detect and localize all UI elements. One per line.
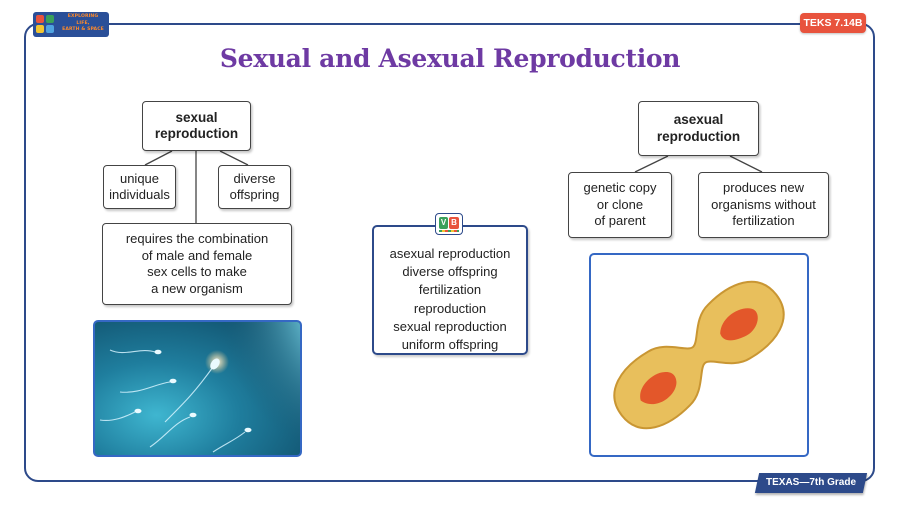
genetic-copy-box: genetic copy or clone of parent bbox=[568, 172, 672, 238]
vocab-word: sexual reproduction bbox=[393, 318, 507, 334]
footer-label: TEXAS—7th Grade bbox=[765, 477, 857, 488]
vocab-word: uniform offspring bbox=[401, 337, 499, 353]
page-title: Sexual and Asexual Reproduction bbox=[219, 44, 681, 73]
sexual-reproduction-box: sexual reproduction bbox=[142, 101, 251, 151]
bacteria-division-image bbox=[589, 253, 809, 457]
asexual-reproduction-box: asexual reproduction bbox=[638, 101, 759, 156]
unique-individuals-box: unique individuals bbox=[103, 165, 176, 209]
sex-cells-definition-box: requires the combination of male and fem… bbox=[102, 223, 292, 305]
sperm-egg-image bbox=[93, 320, 302, 457]
vocab-word: fertilization bbox=[418, 282, 482, 298]
vocab-icon-v: V bbox=[439, 217, 448, 229]
teks-badge: TEKS 7.14B bbox=[800, 13, 866, 33]
diverse-offspring-box: diverse offspring bbox=[218, 165, 291, 209]
logo-text: EXPLORING LIFE, EARTH & SPACE bbox=[62, 14, 104, 32]
program-logo: EXPLORING LIFE, EARTH & SPACE bbox=[33, 12, 109, 37]
grade-footer-badge: TEXAS—7th Grade bbox=[754, 473, 868, 493]
vocabulary-icon: V B bbox=[435, 213, 463, 235]
connector-asexual-produces bbox=[729, 155, 763, 173]
vocab-word: diverse offspring bbox=[402, 264, 498, 280]
slide-frame bbox=[24, 23, 875, 482]
vocab-word: asexual reproduction bbox=[389, 246, 511, 261]
vocab-icon-b: B bbox=[449, 217, 459, 229]
connector-asexual-copy bbox=[634, 155, 669, 173]
vocabulary-box: asexual reproduction diverse offspring f… bbox=[372, 225, 528, 355]
produces-new-organisms-box: produces new organisms without fertiliza… bbox=[698, 172, 829, 238]
connector-sexual-diverse bbox=[219, 150, 249, 166]
connector-sexual-unique bbox=[144, 150, 173, 166]
vocab-word: reproduction bbox=[413, 300, 487, 316]
